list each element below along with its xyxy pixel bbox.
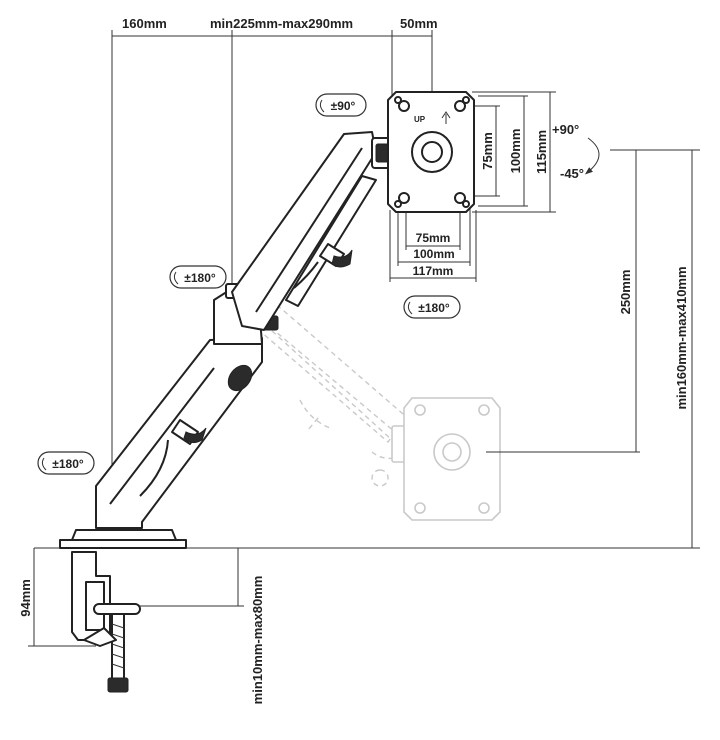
- rotation-upper-arm: ±180°: [184, 271, 216, 285]
- tilt-up-label: +90°: [552, 122, 579, 137]
- dim-vesa-h-75: 75mm: [416, 231, 451, 245]
- curved-arrow-icon: [407, 301, 413, 315]
- plate-up-marking: UP: [414, 115, 426, 124]
- dim-base-to-post: 160mm: [122, 16, 167, 31]
- rotation-head-rotate: ±180°: [418, 301, 450, 315]
- dimension-lines: [28, 30, 700, 647]
- curved-arrow-icon: [584, 137, 600, 175]
- up-arrow-icon: [441, 111, 451, 124]
- lower-arm: [95, 337, 263, 529]
- curved-arrow-icon: [173, 271, 179, 285]
- upper-arm: [231, 131, 377, 331]
- tension-knob-icon: [331, 249, 353, 268]
- curved-arrow-icon: [41, 457, 47, 471]
- ghost-arm-lowered-position: [236, 291, 501, 521]
- rotation-badge-head-swivel: ±90°: [315, 93, 367, 117]
- dim-vesa-v-100: 100mm: [508, 129, 523, 174]
- desk-clamp: [59, 529, 187, 693]
- dim-vertical-travel: 250mm: [618, 270, 633, 315]
- dim-head-offset: 50mm: [400, 16, 438, 31]
- tilt-down-label: -45°: [560, 166, 584, 181]
- dim-vesa-h-100: 100mm: [413, 247, 454, 261]
- rotation-badge-head-rotate: ±180°: [403, 295, 461, 319]
- dim-clamp-depth: 94mm: [18, 579, 33, 617]
- curved-arrow-icon: [319, 99, 325, 113]
- dim-plate-width: 117mm: [413, 264, 454, 278]
- dim-total-height: min160mm-max410mm: [674, 266, 689, 409]
- dim-plate-height: 115mm: [534, 130, 549, 174]
- dim-desk-thickness: min10mm-max80mm: [250, 576, 265, 705]
- rotation-badge-upper-arm: ±180°: [169, 265, 227, 289]
- rotation-badge-lower-arm: ±180°: [37, 451, 95, 475]
- tension-knob-icon: [183, 427, 207, 444]
- vesa-plate: UP: [387, 91, 475, 213]
- dim-vesa-v-75: 75mm: [480, 132, 495, 170]
- rotation-lower-arm: ±180°: [52, 457, 84, 471]
- dim-arm-reach: min225mm-max290mm: [210, 16, 353, 31]
- rotation-head-swivel: ±90°: [331, 99, 356, 113]
- tilt-arc: [584, 137, 600, 175]
